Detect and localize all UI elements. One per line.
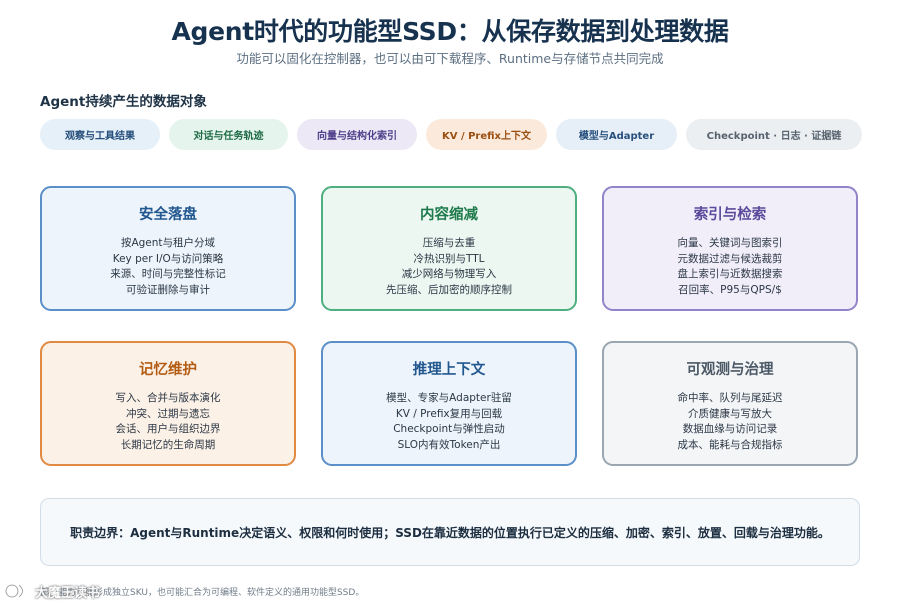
card-line: 向量、关键词与图索引 <box>677 237 783 249</box>
card-line: 数据血缘与访问记录 <box>682 423 778 435</box>
card-line: 介质健康与写放大 <box>688 407 772 420</box>
card-title: 可观测与治理 <box>686 362 774 378</box>
pill-model-adapter: 模型与Adapter <box>556 119 677 150</box>
card-line: 先压缩、后加密的顺序控制 <box>386 283 512 296</box>
card-line: Checkpoint与弹性启动 <box>393 423 505 435</box>
card-line: SLO内有效Token产出 <box>397 438 501 451</box>
watermark-icon <box>4 583 24 599</box>
card-line: 盘上索引与近数据搜索 <box>677 268 783 280</box>
section-label: Agent持续产生的数据对象 <box>40 94 207 110</box>
watermark-text: 大魔王读书 <box>35 585 101 601</box>
card-line: 会话、用户与组织边界 <box>115 423 221 435</box>
card-line: 模型、专家与Adapter驻留 <box>386 392 512 404</box>
card-index-retrieval: 索引与检索 向量、关键词与图索引 元数据过滤与候选裁剪 盘上索引与近数据搜索 召… <box>602 186 858 311</box>
card-line: 元数据过滤与候选裁剪 <box>677 252 783 265</box>
card-title: 内容缩减 <box>420 207 478 223</box>
card-observability-governance: 可观测与治理 命中率、队列与尾延迟 介质健康与写放大 数据血缘与访问记录 成本、… <box>602 341 858 466</box>
card-line: 长期记忆的生命周期 <box>120 438 216 451</box>
card-line: 按Agent与租户分域 <box>120 237 216 249</box>
card-line: 压缩与去重 <box>422 237 476 249</box>
pill-checkpoint-log-evidence: Checkpoint · 日志 · 证据链 <box>686 119 862 150</box>
pill-observation-results: 观察与工具结果 <box>40 119 160 150</box>
card-line: 写入、合并与版本演化 <box>115 392 221 404</box>
card-title: 安全落盘 <box>139 207 197 223</box>
card-line: 来源、时间与完整性标记 <box>110 268 226 280</box>
card-line: KV / Prefix复用与回载 <box>395 407 503 420</box>
card-line: 成本、能耗与合规指标 <box>677 438 783 451</box>
responsibility-boundary: 职责边界：Agent与Runtime决定语义、权限和何时使用；SSD在靠近数据的… <box>40 498 860 566</box>
card-line: 冷热识别与TTL <box>413 252 485 265</box>
card-line: 冲突、过期与遗忘 <box>126 407 210 420</box>
boundary-text: 职责边界：Agent与Runtime决定语义、权限和何时使用；SSD在靠近数据的… <box>70 525 830 540</box>
card-title: 推理上下文 <box>412 362 486 378</box>
pill-dialogue-trajectory: 对话与任务轨迹 <box>169 119 288 150</box>
card-title: 记忆维护 <box>139 362 197 378</box>
card-line: 可验证删除与审计 <box>126 283 210 296</box>
pill-vector-index: 向量与结构化索引 <box>297 119 417 150</box>
card-line: 命中率、队列与尾延迟 <box>677 392 783 404</box>
card-secure-persistence: 安全落盘 按Agent与租户分域 Key per I/O与访问策略 来源、时间与… <box>40 186 296 311</box>
card-line: Key per I/O与访问策略 <box>112 252 224 265</box>
card-inference-context: 推理上下文 模型、专家与Adapter驻留 KV / Prefix复用与回载 C… <box>321 341 577 466</box>
card-title: 索引与检索 <box>693 207 767 223</box>
card-line: 减少网络与物理写入 <box>401 268 497 280</box>
watermark-logo: 大魔王读书 <box>4 578 122 604</box>
card-line: 召回率、P95与QPS/$ <box>678 283 782 296</box>
data-object-pills: 观察与工具结果 对话与任务轨迹 向量与结构化索引 KV / Prefix上下文 … <box>40 119 862 150</box>
card-memory-maintenance: 记忆维护 写入、合并与版本演化 冲突、过期与遗忘 会话、用户与组织边界 长期记忆… <box>40 341 296 466</box>
page-subtitle: 功能可以固化在控制器，也可以由可下载程序、Runtime与存储节点共同完成 <box>236 51 664 66</box>
footnote: 部分能力可能形成独立SKU，也可能汇合为可编程、软件定义的通用功能型SSD。 <box>40 588 365 598</box>
pill-kv-prefix-context: KV / Prefix上下文 <box>426 119 547 150</box>
page-title: Agent时代的功能型SSD：从保存数据到处理数据 <box>171 17 729 46</box>
card-content-reduction: 内容缩减 压缩与去重 冷热识别与TTL 减少网络与物理写入 先压缩、后加密的顺序… <box>321 186 577 311</box>
